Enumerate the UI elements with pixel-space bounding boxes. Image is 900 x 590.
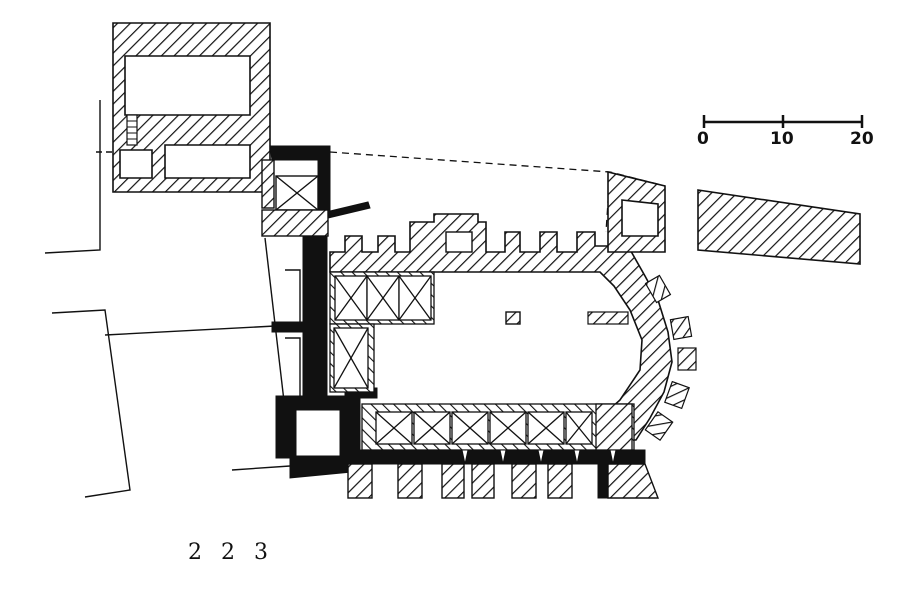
scale-tick-0: 0 xyxy=(697,129,709,149)
scale-tick-10: 10 xyxy=(770,129,794,149)
figure-number: 2 2 3 xyxy=(188,540,274,565)
northwest-tower xyxy=(112,22,271,193)
south-range xyxy=(361,403,635,451)
east-wall-fragment xyxy=(607,170,861,265)
scale-tick-20: 20 xyxy=(850,129,874,149)
gate-vault xyxy=(261,159,329,237)
site-outlines xyxy=(44,100,301,498)
west-vaults xyxy=(329,271,435,393)
south-crenellations xyxy=(347,463,660,499)
central-pillar xyxy=(505,311,521,325)
window-openings xyxy=(461,449,617,465)
scale-bar: 0 10 20 xyxy=(697,115,874,149)
